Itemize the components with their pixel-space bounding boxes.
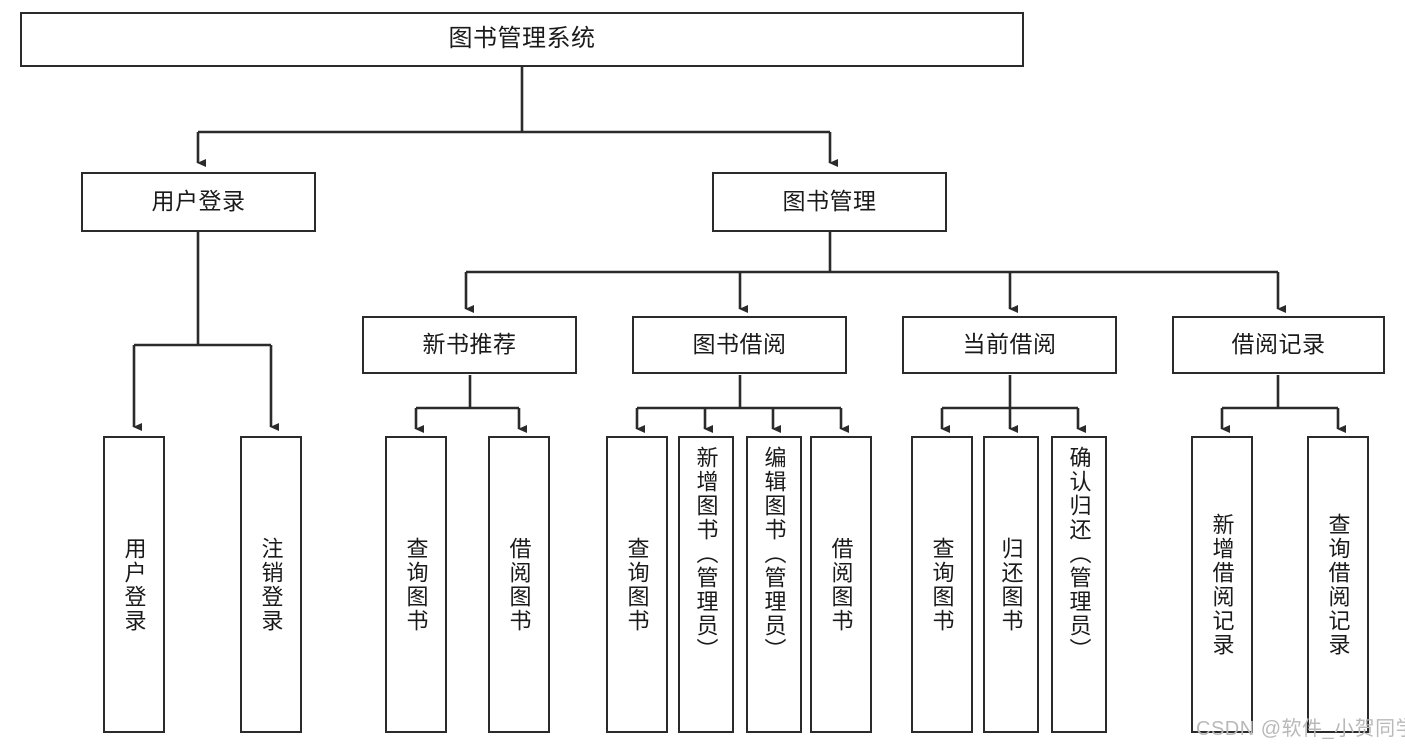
leaf-current-borrow-return-label: 归还图书 <box>998 536 1024 633</box>
leaf-borrow-record-query-label: 查询借阅记录 <box>1325 512 1351 657</box>
node-borrow-record-label: 借阅记录 <box>1231 331 1326 358</box>
watermark-text: CSDN @软件_小贺同学 <box>1196 718 1405 740</box>
leaf-current-borrow-query-label: 查询图书 <box>929 536 955 633</box>
leaf-new-book-query[interactable]: 查询图书 <box>385 436 447 733</box>
leaf-new-book-query-label: 查询图书 <box>403 536 429 633</box>
leaf-borrow-record-add-label: 新增借阅记录 <box>1209 512 1235 657</box>
leaf-user-login-login[interactable]: 用户登录 <box>103 436 165 733</box>
leaf-current-borrow-confirm[interactable]: 确认归还（管理员） <box>1051 436 1107 733</box>
node-borrow-record[interactable]: 借阅记录 <box>1172 316 1385 374</box>
node-current-borrow-label: 当前借阅 <box>962 331 1057 358</box>
leaf-book-borrow-borrow[interactable]: 借阅图书 <box>810 436 872 733</box>
leaf-user-login-logout[interactable]: 注销登录 <box>240 436 302 733</box>
node-book-borrow[interactable]: 图书借阅 <box>632 316 847 374</box>
leaf-current-borrow-confirm-label: 确认归还（管理员） <box>1066 446 1092 662</box>
leaf-book-borrow-add[interactable]: 新增图书（管理员） <box>678 436 734 733</box>
leaf-user-login-login-label: 用户登录 <box>121 536 147 633</box>
node-root-system-label: 图书管理系统 <box>448 25 596 53</box>
leaf-current-borrow-query[interactable]: 查询图书 <box>911 436 973 733</box>
node-book-management-label: 图书管理 <box>782 188 877 215</box>
leaf-book-borrow-query-label: 查询图书 <box>624 536 650 633</box>
leaf-borrow-record-query[interactable]: 查询借阅记录 <box>1307 436 1369 733</box>
leaf-book-borrow-edit[interactable]: 编辑图书（管理员） <box>746 436 802 733</box>
node-book-borrow-label: 图书借阅 <box>692 331 787 358</box>
node-user-login[interactable]: 用户登录 <box>81 172 316 232</box>
leaf-borrow-record-add[interactable]: 新增借阅记录 <box>1191 436 1253 733</box>
node-new-book-recommend[interactable]: 新书推荐 <box>362 316 577 374</box>
leaf-book-borrow-query[interactable]: 查询图书 <box>606 436 668 733</box>
node-new-book-recommend-label: 新书推荐 <box>422 331 517 358</box>
leaf-new-book-borrow-label: 借阅图书 <box>506 536 532 633</box>
leaf-new-book-borrow[interactable]: 借阅图书 <box>488 436 550 733</box>
leaf-user-login-logout-label: 注销登录 <box>258 536 284 633</box>
leaf-current-borrow-return[interactable]: 归还图书 <box>983 436 1039 733</box>
node-book-management[interactable]: 图书管理 <box>712 172 947 232</box>
leaf-book-borrow-add-label: 新增图书（管理员） <box>693 446 719 662</box>
node-current-borrow[interactable]: 当前借阅 <box>902 316 1117 374</box>
leaf-book-borrow-edit-label: 编辑图书（管理员） <box>761 446 787 662</box>
leaf-book-borrow-borrow-label: 借阅图书 <box>828 536 854 633</box>
node-root-system[interactable]: 图书管理系统 <box>20 12 1024 67</box>
node-user-login-label: 用户登录 <box>151 188 246 215</box>
